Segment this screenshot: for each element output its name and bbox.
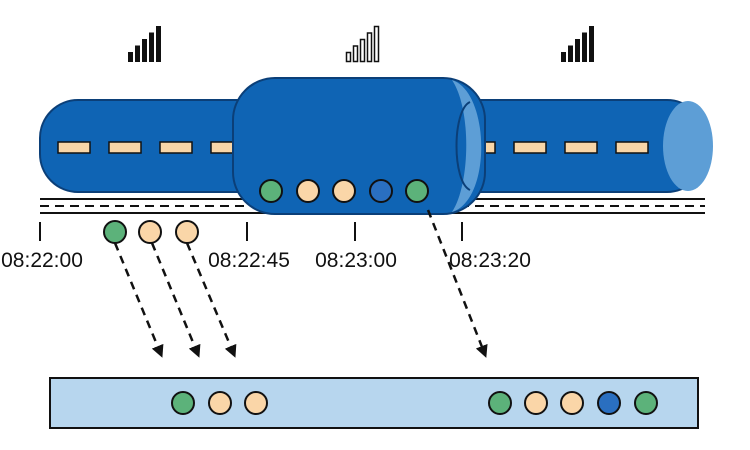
buffer-pipe <box>232 77 486 215</box>
signal-strong-icon <box>128 26 161 62</box>
right-pipe <box>434 99 713 193</box>
arrow-event-3 <box>185 242 237 358</box>
pipe-dash <box>159 141 193 154</box>
signal-bar <box>345 51 352 63</box>
buffer-events <box>259 179 429 203</box>
queued-event-green <box>488 391 512 415</box>
signal-bar <box>359 38 366 63</box>
pipe-dash <box>57 141 91 154</box>
timeline-ticks <box>39 222 463 241</box>
signal-weak-icon <box>345 25 380 63</box>
buffered-event-green <box>259 179 283 203</box>
buffered-event-green <box>405 179 429 203</box>
queued-event-green <box>634 391 658 415</box>
time-label-3: 08:23:00 <box>315 249 397 272</box>
arrow-buffer <box>426 209 488 358</box>
time-label-2: 08:22:45 <box>208 249 290 272</box>
queued-event-peach <box>208 391 232 415</box>
flow-arrows <box>113 209 488 358</box>
signal-bar <box>561 52 566 62</box>
signal-strong-icon <box>561 26 594 62</box>
pipe-dash <box>564 141 598 154</box>
timeline-events <box>103 220 199 244</box>
queued-event-peach <box>524 391 548 415</box>
buffered-event-peach <box>296 179 320 203</box>
queue-events <box>171 391 658 415</box>
queued-event-peach <box>560 391 584 415</box>
left-pipe-dashes <box>57 141 244 154</box>
signal-bar <box>582 32 587 62</box>
signal-bar <box>149 32 154 62</box>
queued-event-peach <box>244 391 268 415</box>
signal-bar <box>142 39 147 62</box>
time-label-4: 08:23:20 <box>449 249 531 272</box>
queued-event-blue <box>597 391 621 415</box>
buffered-event-peach <box>332 179 356 203</box>
event-peach <box>138 220 162 244</box>
signal-bar <box>589 26 594 62</box>
queued-event-green <box>171 391 195 415</box>
signal-bar <box>156 26 161 62</box>
event-green <box>103 220 127 244</box>
pipe-dash <box>108 141 142 154</box>
signal-icons <box>128 25 594 63</box>
signal-bar <box>366 32 373 63</box>
buffered-event-blue <box>369 179 393 203</box>
time-label-1: 08:22:00 <box>1 249 83 272</box>
pipe-dash <box>513 141 547 154</box>
signal-bar <box>352 45 359 63</box>
signal-bar <box>128 52 133 62</box>
arrow-event-2 <box>150 242 201 358</box>
output-queue <box>49 377 699 429</box>
signal-bar <box>568 45 573 62</box>
pipe-dash <box>615 141 649 154</box>
event-peach <box>175 220 199 244</box>
watermark: PDFK.COM 单单热看 · 相应周传相数 <box>426 431 658 447</box>
signal-bar <box>373 25 380 63</box>
arrow-event-1 <box>113 242 164 358</box>
signal-bar <box>135 45 140 62</box>
signal-bar <box>575 39 580 62</box>
